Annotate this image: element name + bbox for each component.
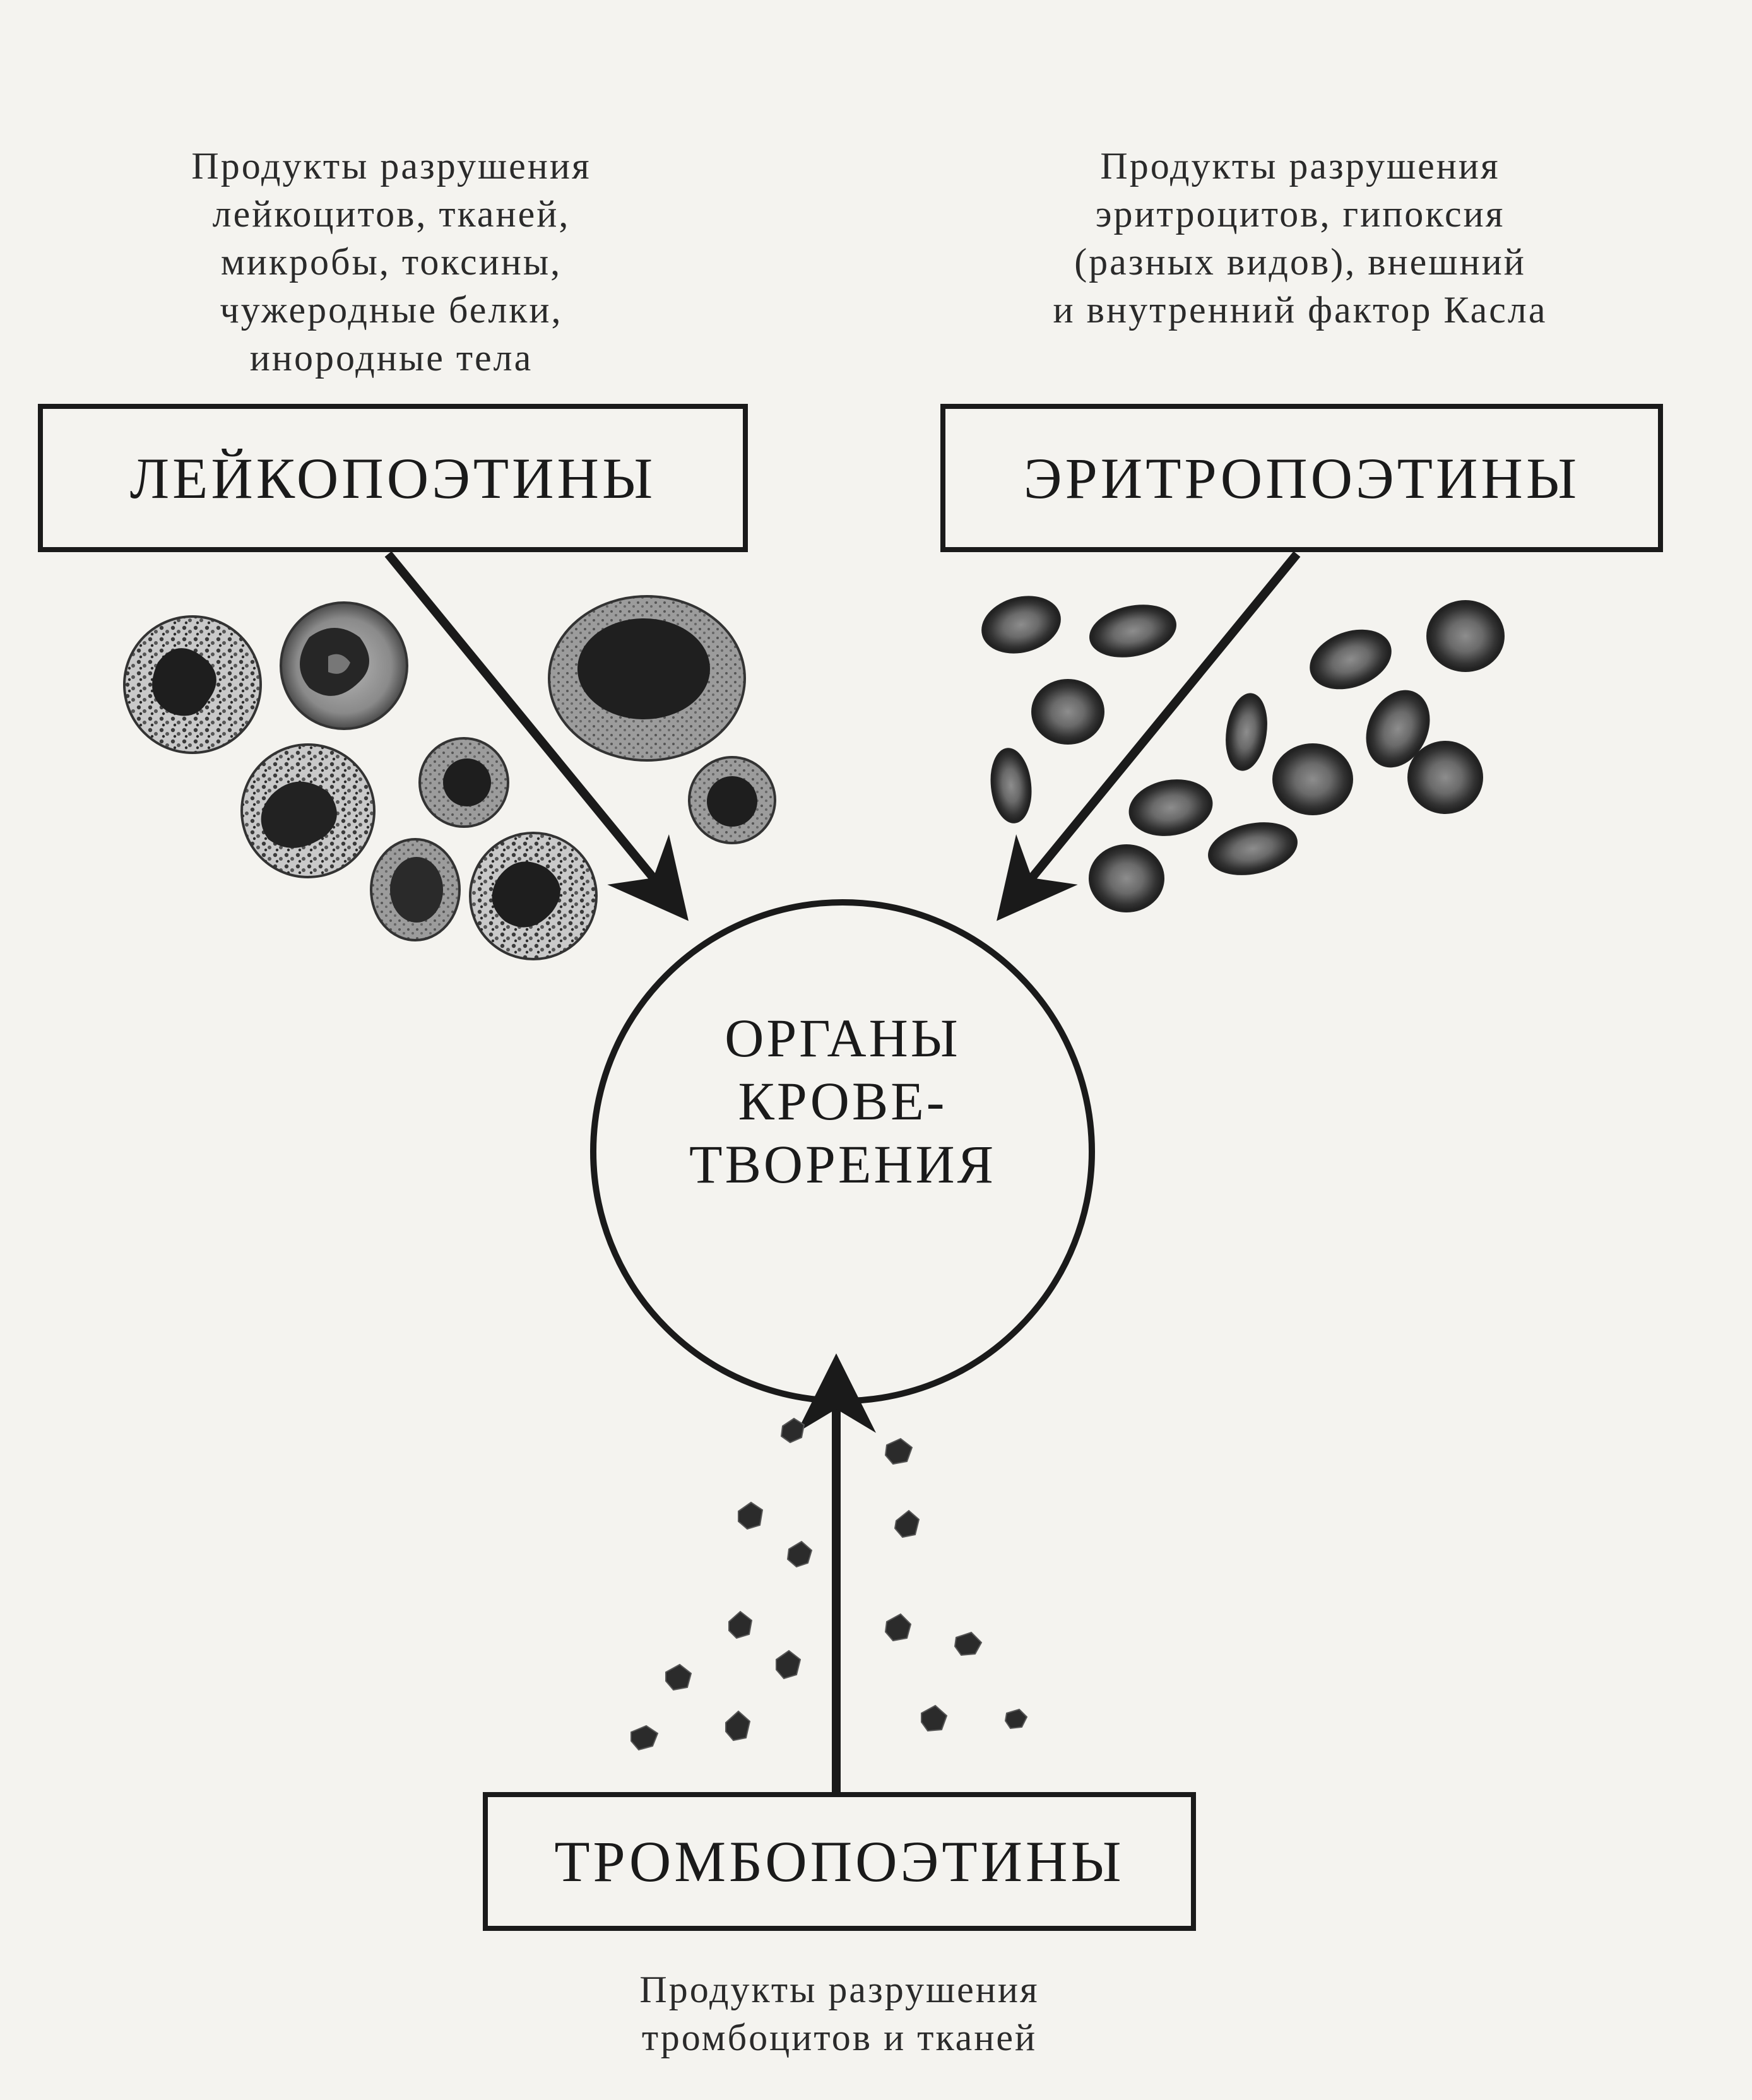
caption-line: Продукты разрушения	[639, 1969, 1039, 2010]
leukocyte-cell-icon	[418, 737, 509, 828]
arrow-erythro-to-center	[997, 551, 1301, 921]
box-label: ТРОМБОПОЭТИНЫ	[554, 1829, 1125, 1894]
caption-line: инородные тела	[249, 337, 533, 379]
platelet-icon	[725, 1710, 751, 1742]
caption-line: лейкоцитов, тканей,	[212, 193, 571, 235]
thrombopoietins-box: ТРОМБОПОЭТИНЫ	[483, 1792, 1196, 1931]
leukocyte-cell-icon	[469, 832, 598, 960]
platelet-icon	[665, 1663, 692, 1691]
erythrocyte-cell-icon	[1208, 822, 1298, 875]
erythrocyte-cell-icon	[1128, 779, 1213, 836]
thrombopoiesis-stimuli-caption: Продукты разрушения тромбоцитов и тканей	[524, 1966, 1155, 2062]
caption-line: Продукты разрушения	[191, 145, 591, 187]
box-label: ЛЕЙКОПОЭТИНЫ	[129, 445, 656, 510]
center-line: КРОВЕ-	[738, 1071, 947, 1131]
leukocyte-cell-icon	[280, 601, 408, 730]
erythrocyte-cell-icon	[1226, 693, 1267, 771]
erythrocyte-cell-icon	[981, 596, 1061, 654]
leukocyte-cell-icon	[548, 595, 746, 762]
platelet-icon	[1004, 1708, 1028, 1730]
erythrocyte-cell-icon	[1426, 600, 1505, 672]
box-label: ЭРИТРОПОЭТИНЫ	[1023, 445, 1580, 510]
platelet-icon	[776, 1649, 802, 1680]
erythrocyte-cell-icon	[1089, 844, 1164, 912]
hematopoietic-organs-label: ОРГАНЫ КРОВЕ- ТВОРЕНИЯ	[622, 1006, 1063, 1196]
leukocyte-cell-icon	[123, 615, 262, 754]
platelet-icon	[728, 1610, 753, 1639]
platelet-icon	[738, 1501, 764, 1530]
arrow-leuko-to-center	[384, 551, 689, 921]
erythrocyte-cell-icon	[990, 748, 1032, 823]
erythrocyte-cell-icon	[1407, 741, 1483, 814]
platelet-icon	[630, 1725, 659, 1751]
caption-line: чужеродные белки,	[220, 289, 563, 331]
leukocyte-cell-icon	[688, 756, 776, 844]
leukopoietins-box: ЛЕЙКОПОЭТИНЫ	[38, 404, 748, 552]
erythrocyte-cell-icon	[1366, 690, 1430, 768]
caption-line: тромбоцитов и тканей	[641, 2017, 1038, 2058]
erythropoietins-box: ЭРИТРОПОЭТИНЫ	[940, 404, 1663, 552]
platelet-icon	[786, 1540, 813, 1568]
caption-line: Продукты разрушения	[1100, 145, 1500, 187]
platelet-icon	[780, 1417, 805, 1444]
caption-line: микробы, токсины,	[220, 241, 562, 283]
platelet-icon	[954, 1631, 983, 1656]
platelet-icon	[884, 1613, 912, 1642]
leukopoiesis-stimuli-caption: Продукты разрушения лейкоцитов, тканей, …	[120, 142, 663, 382]
center-line: ОРГАНЫ	[725, 1008, 961, 1068]
center-line: ТВОРЕНИЯ	[689, 1134, 996, 1195]
platelet-icon	[884, 1437, 913, 1465]
erythrocyte-cell-icon	[1310, 629, 1392, 690]
erythrocyte-cell-icon	[1031, 679, 1104, 745]
caption-line: эритроцитов, гипоксия	[1095, 193, 1505, 235]
erythropoiesis-stimuli-caption: Продукты разрушения эритроцитов, гипокси…	[959, 142, 1641, 334]
hematopoietic-organs-circle	[590, 899, 1095, 1404]
erythrocyte-cell-icon	[1089, 605, 1176, 658]
caption-line: и внутренний фактор Касла	[1053, 289, 1548, 331]
platelet-icon	[894, 1509, 920, 1538]
erythrocyte-cell-icon	[1272, 743, 1353, 815]
leukocyte-cell-icon	[370, 838, 461, 941]
leukocyte-cell-icon	[240, 743, 376, 878]
caption-line: (разных видов), внешний	[1074, 241, 1526, 283]
platelet-icon	[921, 1704, 948, 1732]
